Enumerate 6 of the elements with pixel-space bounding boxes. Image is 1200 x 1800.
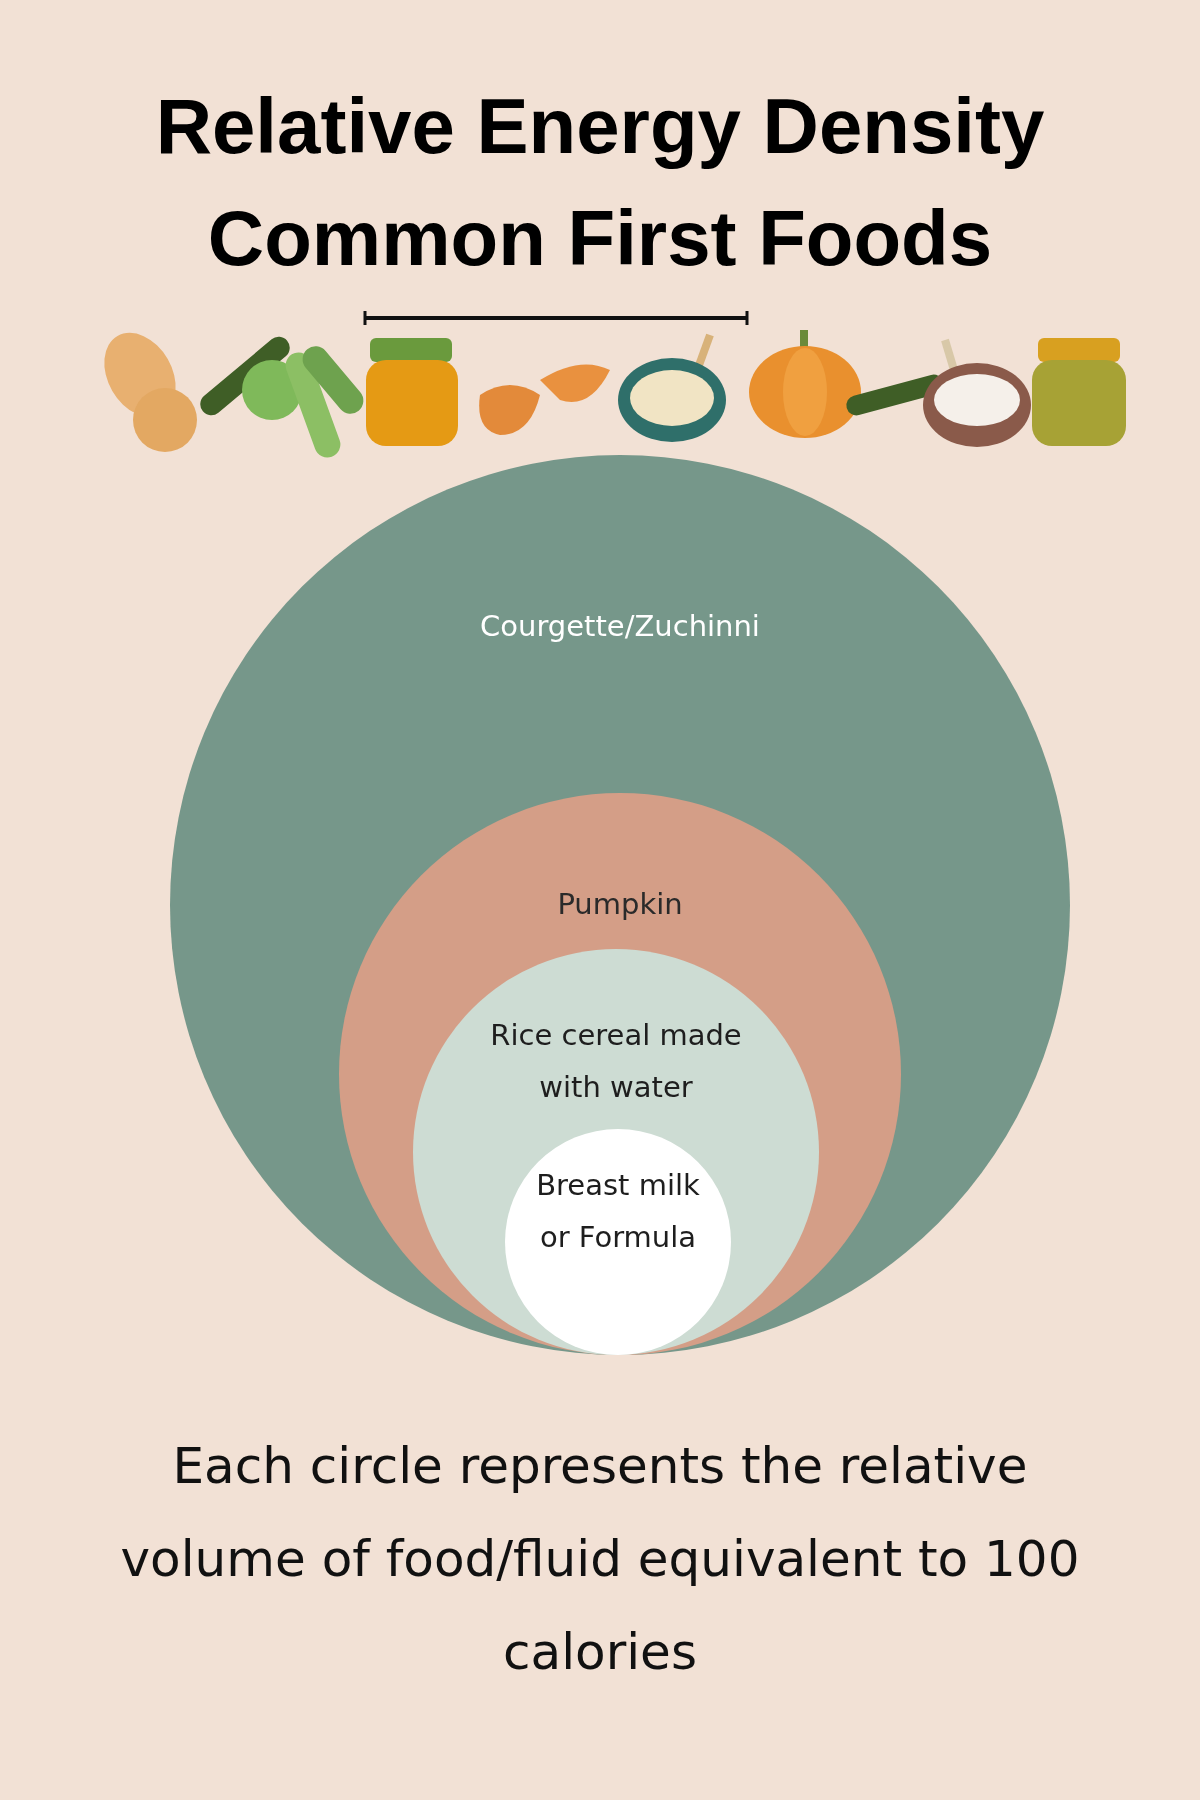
circle-label: Breast milk or Formula — [535, 1167, 701, 1256]
circle-label: Courgette/Zuchinni — [479, 608, 761, 645]
caption: Each circle represents the relative volume of food/fluid equivalent to 100 calories — [119, 1436, 1081, 1683]
title: Relative Energy Density Common First Foods — [154, 81, 1046, 284]
circle-label: Pumpkin — [556, 886, 684, 923]
circle-label: Rice cereal made with water — [489, 1017, 743, 1106]
